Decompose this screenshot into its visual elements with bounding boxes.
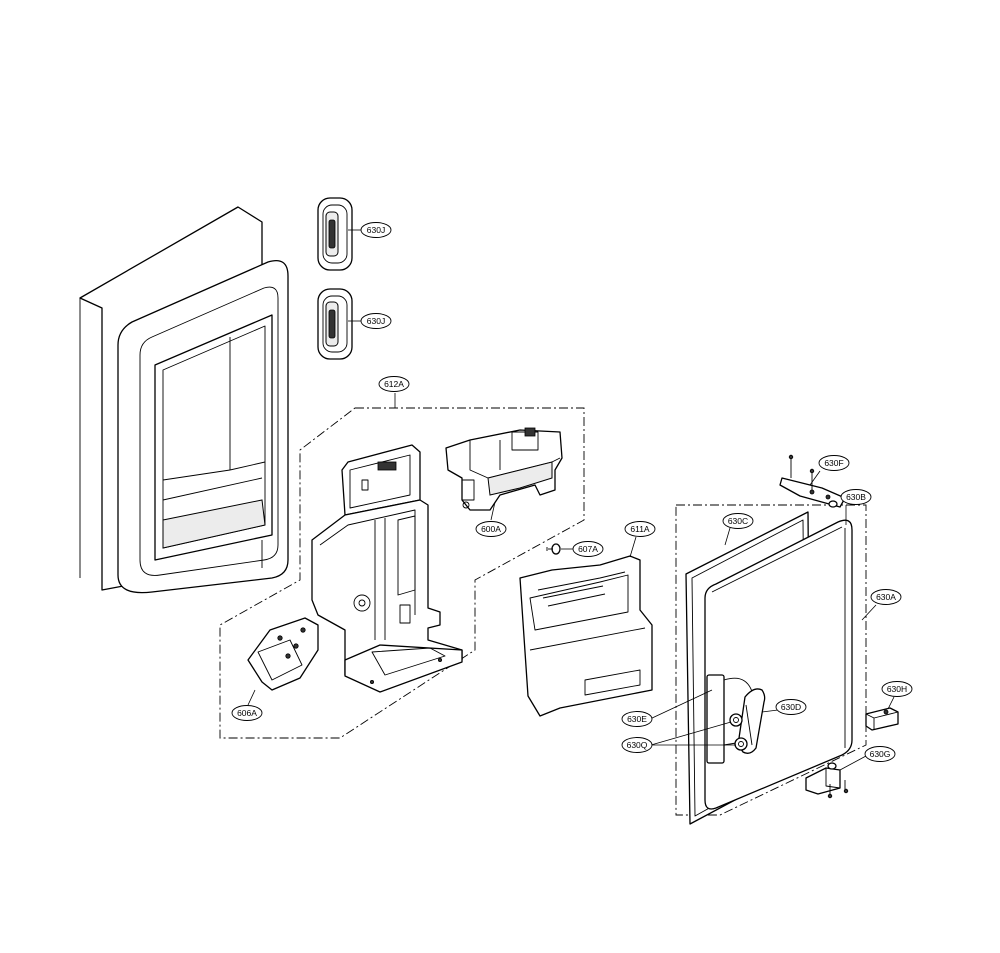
callout-label: 600A (481, 524, 501, 534)
handle-630J-upper (317, 197, 353, 271)
callout-630Q: 630Q (621, 737, 653, 753)
callout-label: 630A (876, 592, 896, 602)
callout-label: 630J (367, 225, 385, 235)
callout-606A: 606A (231, 705, 263, 721)
bolt-630Q-upper (729, 713, 743, 727)
callout-607A: 607A (572, 541, 604, 557)
callout-630E: 630E (621, 711, 653, 727)
callout-label: 612A (384, 379, 404, 389)
hinge-630F (779, 477, 846, 508)
callout-630F: 630F (818, 455, 850, 471)
chute-cover-611A (519, 555, 653, 717)
callout-label: 607A (578, 544, 598, 554)
callout-label: 630C (728, 516, 748, 526)
callout-630J-upper: 630J (360, 222, 392, 238)
callout-630D: 630D (775, 699, 807, 715)
callout-630B: 630B (840, 489, 872, 505)
callout-label: 630J (367, 316, 385, 326)
bolt-630Q-lower (734, 737, 748, 751)
flap-606A (247, 617, 319, 691)
door-panel (79, 206, 289, 594)
callout-label: 606A (237, 708, 257, 718)
screw-607A (546, 543, 561, 555)
callout-label: 630F (824, 458, 843, 468)
callout-600A: 600A (475, 521, 507, 537)
callout-label: 630D (781, 702, 801, 712)
callout-630J-lower: 630J (360, 313, 392, 329)
callout-630H: 630H (881, 681, 913, 697)
dispenser-housing (311, 444, 463, 693)
screw-630F-right (809, 468, 815, 490)
callout-label: 630Q (627, 740, 648, 750)
callout-611A: 611A (624, 521, 656, 537)
callout-630G: 630G (864, 746, 896, 762)
callout-label: 630E (627, 714, 647, 724)
ice-maker-600A (445, 427, 563, 511)
hinge-630G (805, 762, 849, 799)
callout-label: 611A (630, 524, 650, 534)
callout-612A: 612A (378, 376, 410, 392)
callout-630C: 630C (722, 513, 754, 529)
callout-label: 630B (846, 492, 866, 502)
handle-630J-lower (317, 288, 353, 360)
bracket-630H (865, 707, 899, 731)
leader-lines (247, 229, 895, 771)
lever-630D (737, 688, 766, 754)
screw-630F-left (788, 454, 794, 478)
callout-label: 630H (887, 684, 907, 694)
callout-630A: 630A (870, 589, 902, 605)
callout-label: 630G (870, 749, 891, 759)
